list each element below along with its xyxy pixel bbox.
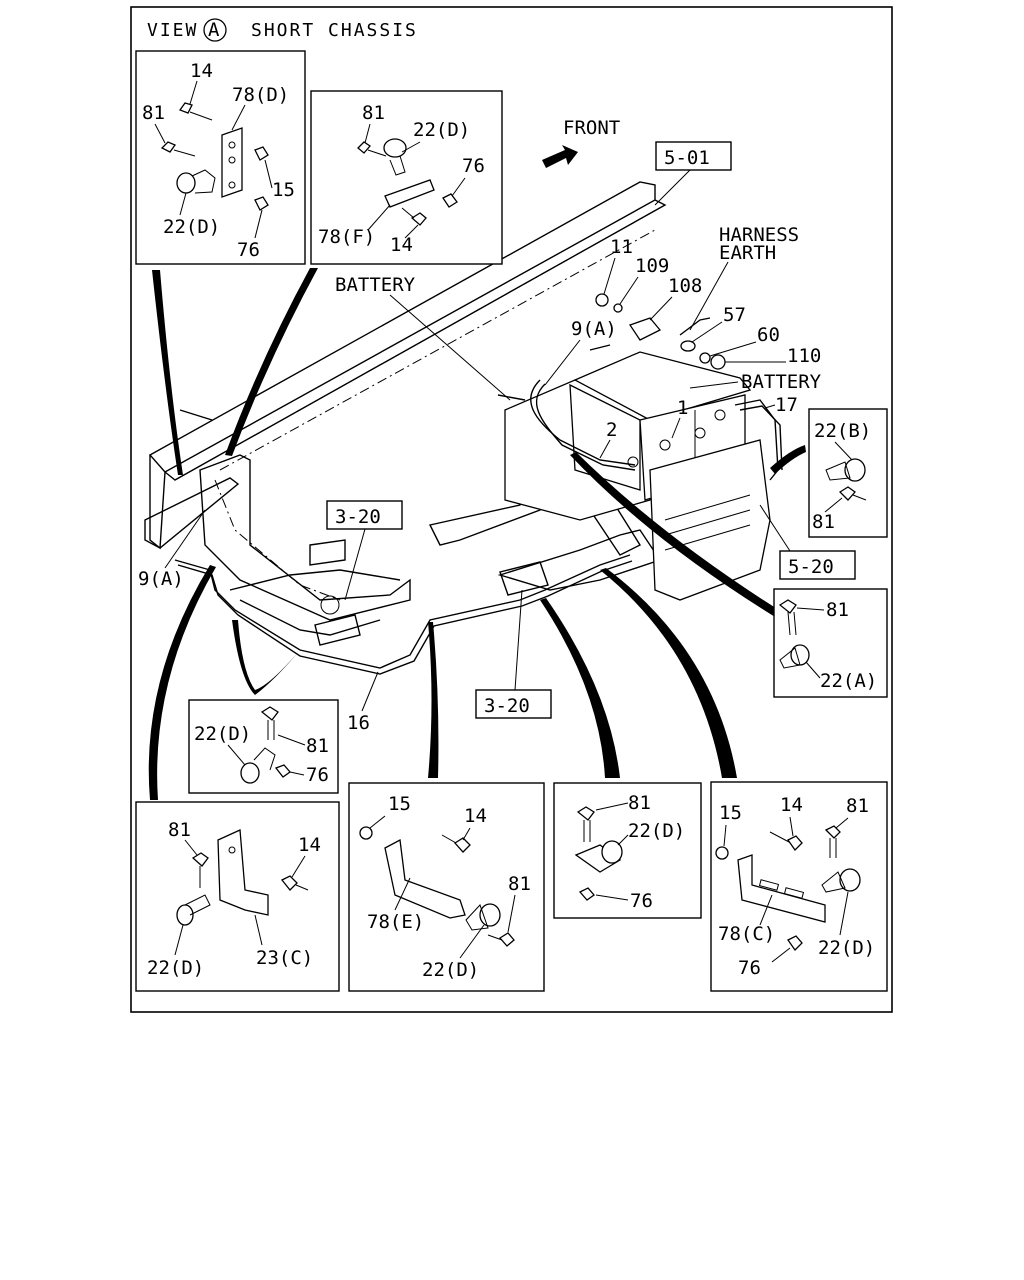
inset7-part-22d: 22(D) — [422, 959, 479, 981]
inset2-part-22d: 22(D) — [413, 119, 470, 141]
ref-box-5-01[interactable]: 5-01 — [654, 141, 732, 206]
inset6-part-81: 81 — [168, 819, 191, 841]
inset4-part-81: 81 — [826, 599, 849, 621]
inset8-part-81: 81 — [628, 792, 651, 814]
inset2-part-14: 14 — [390, 234, 413, 256]
inset-9: 15 14 81 78(C) 76 22(D) — [710, 781, 888, 992]
view-marker-circle — [203, 18, 227, 42]
inset2-part-76: 76 — [462, 155, 485, 177]
part-9a-top: 9(A) — [571, 318, 617, 340]
inset1-part-78d: 78(D) — [232, 84, 289, 106]
front-direction: FRONT — [542, 117, 620, 168]
ref-box-3-20-b[interactable]: 3-20 — [475, 589, 552, 719]
part-109: 109 — [635, 255, 669, 277]
inset1-part-22d: 22(D) — [163, 216, 220, 238]
inset6-part-23c: 23(C) — [256, 947, 313, 969]
leader-sweeps — [148, 268, 806, 800]
svg-text:5-20: 5-20 — [788, 556, 834, 578]
inset5-part-22d: 22(D) — [194, 723, 251, 745]
inset-4: 81 22(A) — [773, 588, 888, 698]
inset5-part-76: 76 — [306, 764, 329, 786]
inset-5: 22(D) 81 76 — [188, 699, 339, 794]
svg-text:3-20: 3-20 — [335, 506, 381, 528]
part-17: 17 — [775, 394, 798, 416]
inset7-part-14: 14 — [464, 805, 487, 827]
battery-label-right: BATTERY — [741, 371, 822, 393]
part-11: 11 — [610, 236, 633, 258]
chassis-frame — [144, 181, 667, 646]
battery-label-left: BATTERY — [335, 274, 416, 296]
front-arrow-icon — [542, 145, 578, 168]
inset7-part-78e: 78(E) — [367, 911, 424, 933]
inset9-part-15: 15 — [719, 802, 742, 824]
inset9-part-22d: 22(D) — [818, 937, 875, 959]
inset-3: 22(B) 81 — [808, 408, 888, 538]
view-title-suffix: SHORT CHASSIS — [251, 20, 418, 41]
main-labels: BATTERY BATTERY HARNESS EARTH 11 109 108… — [138, 224, 822, 734]
part-2: 2 — [606, 419, 617, 441]
front-label: FRONT — [563, 117, 620, 139]
ref-box-3-20-a[interactable]: 3-20 — [326, 500, 403, 601]
part-16: 16 — [347, 712, 370, 734]
inset9-part-14: 14 — [780, 794, 803, 816]
ref-box-5-20[interactable]: 5-20 — [759, 504, 856, 580]
part-9a-left: 9(A) — [138, 568, 184, 590]
inset5-part-81: 81 — [306, 735, 329, 757]
inset2-part-78f: 78(F) — [318, 226, 375, 248]
inset-7: 15 14 78(E) 81 22(D) — [348, 782, 545, 992]
svg-text:3-20: 3-20 — [484, 695, 530, 717]
part-60: 60 — [757, 324, 780, 346]
battery-assembly — [504, 351, 771, 601]
inset-2: 81 22(D) 76 78(F) 14 — [310, 90, 503, 265]
inset1-part-81: 81 — [142, 102, 165, 124]
inset-1: 14 78(D) 81 15 22(D) 76 — [135, 50, 306, 265]
inset1-part-76: 76 — [237, 239, 260, 261]
earth-label: EARTH — [719, 242, 776, 264]
inset2-part-81: 81 — [362, 102, 385, 124]
inset6-part-22d: 22(D) — [147, 957, 204, 979]
view-title: VIEW A SHORT CHASSIS — [147, 18, 418, 42]
inset9-part-76: 76 — [738, 957, 761, 979]
part-110: 110 — [787, 345, 821, 367]
inset8-part-22d: 22(D) — [628, 820, 685, 842]
inset3-part-81: 81 — [812, 511, 835, 533]
inset1-part-15: 15 — [272, 179, 295, 201]
inset9-part-78c: 78(C) — [718, 923, 775, 945]
inset6-part-14: 14 — [298, 834, 321, 856]
view-marker-letter: A — [208, 19, 220, 41]
inset-6: 81 14 22(D) 23(C) — [135, 801, 340, 992]
inset7-part-15: 15 — [388, 793, 411, 815]
part-1: 1 — [677, 397, 688, 419]
inset4-part-22a: 22(A) — [820, 670, 877, 692]
part-108: 108 — [668, 275, 702, 297]
inset3-part-22b: 22(B) — [814, 420, 871, 442]
harness-label: HARNESS — [719, 224, 799, 246]
inset-8: 81 22(D) 76 — [553, 782, 702, 919]
view-title-text: VIEW — [147, 20, 198, 41]
inset8-part-76: 76 — [630, 890, 653, 912]
inset7-part-81: 81 — [508, 873, 531, 895]
svg-text:5-01: 5-01 — [664, 147, 710, 169]
outer-frame — [130, 6, 893, 1013]
inset9-part-81: 81 — [846, 795, 869, 817]
inset1-part-14: 14 — [190, 60, 213, 82]
part-57: 57 — [723, 304, 746, 326]
